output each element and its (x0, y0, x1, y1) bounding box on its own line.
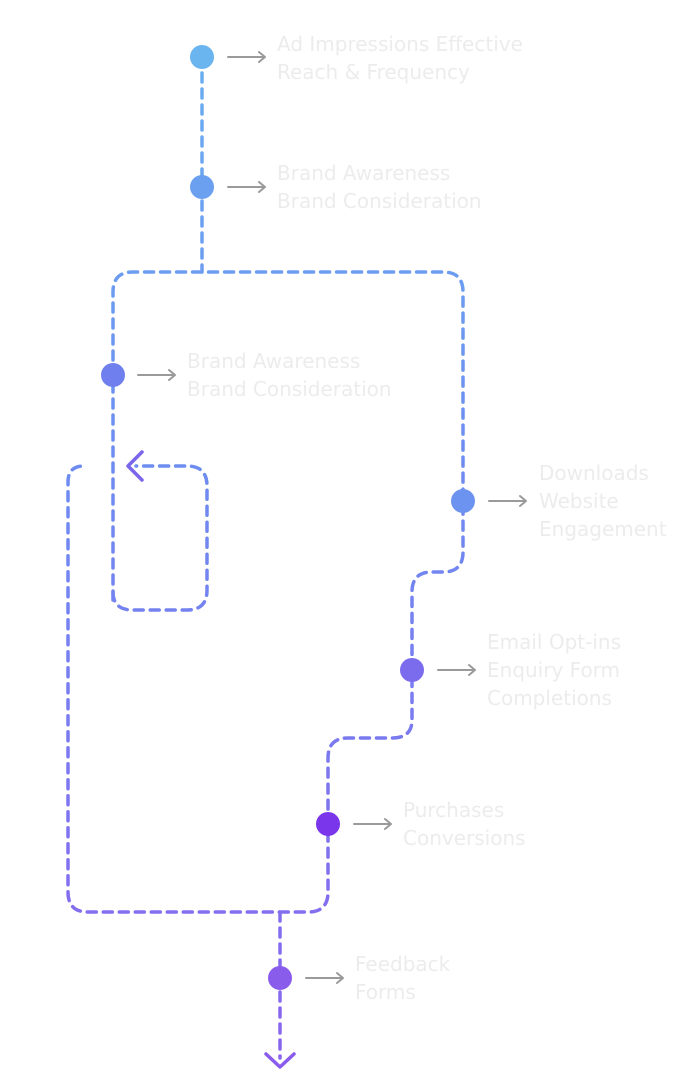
label-line: Downloads (539, 461, 649, 485)
loop-arrowhead-icon (126, 450, 144, 482)
label-downloads: Downloads Website Engagement (539, 459, 667, 543)
label-line: Brand Consideration (277, 189, 482, 213)
arrow-right-icon (353, 818, 392, 830)
arrow-right-icon (437, 664, 476, 676)
node-email-optins (400, 658, 424, 682)
label-line: Ad Impressions Effective (277, 32, 523, 56)
node-feedback (268, 966, 292, 990)
node-brand-awareness-2 (101, 363, 125, 387)
label-line: Website (539, 489, 619, 513)
label-line: Forms (355, 980, 416, 1004)
node-ad-impressions (190, 45, 214, 69)
label-line: Brand Awareness (187, 349, 361, 373)
label-brand-awareness-1: Brand Awareness Brand Consideration (277, 159, 482, 215)
arrow-right-icon (227, 181, 266, 193)
node-downloads (451, 489, 475, 513)
label-line: Email Opt-ins (487, 630, 621, 654)
label-purchases: Purchases Conversions (403, 796, 526, 852)
path-small-loop (111, 464, 209, 612)
arrow-right-icon (137, 369, 176, 381)
label-brand-awareness-2: Brand Awareness Brand Consideration (187, 347, 392, 403)
label-line: Purchases (403, 798, 505, 822)
label-line: Brand Awareness (277, 161, 451, 185)
label-line: Conversions (403, 826, 526, 850)
arrow-right-icon (488, 495, 527, 507)
arrow-right-icon (227, 51, 266, 63)
label-line: Feedback (355, 952, 451, 976)
label-line: Brand Consideration (187, 377, 392, 401)
label-feedback: Feedback Forms (355, 950, 450, 1006)
label-ad-impressions: Ad Impressions Effective Reach & Frequen… (277, 30, 523, 86)
exit-arrowhead-icon (264, 1052, 296, 1069)
label-line: Enquiry Form (487, 658, 621, 682)
path-main-loop (66, 270, 465, 914)
label-line: Completions (487, 686, 612, 710)
node-purchases (316, 812, 340, 836)
arrow-right-icon (305, 972, 344, 984)
node-brand-awareness-1 (190, 175, 214, 199)
label-email-optins: Email Opt-ins Enquiry Form Completions (487, 628, 621, 712)
label-line: Engagement (539, 517, 667, 541)
label-line: Reach & Frequency (277, 60, 470, 84)
